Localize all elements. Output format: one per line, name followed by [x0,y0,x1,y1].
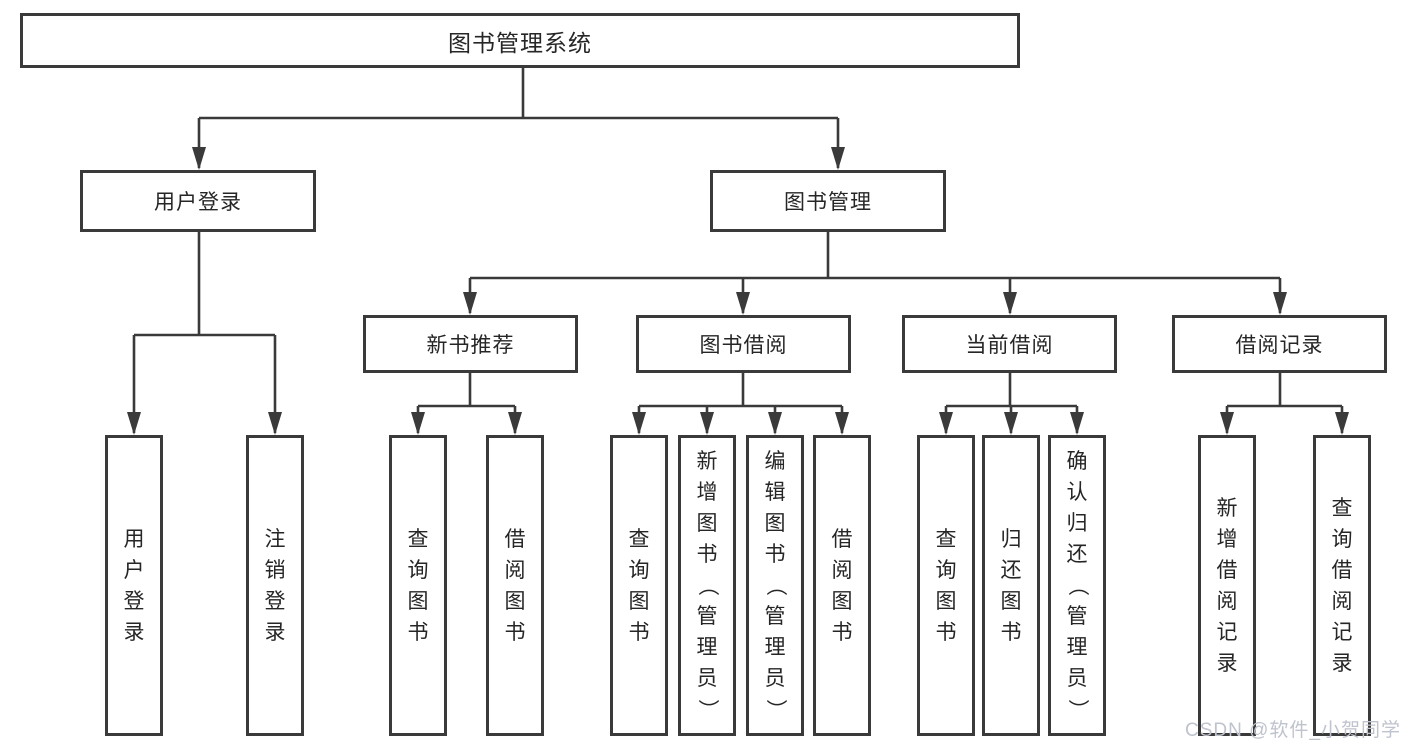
leaf-logout: 注销登录 [246,435,304,736]
node-book-borrow: 图书借阅 [636,315,851,373]
connector-book-management [463,232,1287,315]
leaf-add-borrow-record: 新增借阅记录 [1198,435,1256,736]
connector-user-login [127,232,282,435]
node-new-book-recommend: 新书推荐 [363,315,578,373]
leaf-query-books-recommend: 查询图书 [389,435,447,736]
node-current-borrow-label: 当前借阅 [965,334,1054,357]
leaf-borrow-books-recommend: 借阅图书 [486,435,544,736]
watermark: CSDN @软件_小贺同学 [1185,720,1401,741]
node-book-management: 图书管理 [710,170,946,232]
node-root: 图书管理系统 [20,13,1020,68]
node-borrow-records-label: 借阅记录 [1235,334,1324,357]
connector-borrow-records [1220,373,1349,435]
connector-new-book-recommend [411,373,522,435]
connector-current-borrow [939,373,1084,435]
node-root-label: 图书管理系统 [448,29,592,56]
node-new-book-recommend-label: 新书推荐 [426,334,515,357]
leaf-query-books-borrow: 查询图书 [610,435,668,736]
node-book-borrow-label: 图书借阅 [699,334,788,357]
leaf-confirm-return-admin: 确认归还（管理员） [1048,435,1106,736]
node-user-login: 用户登录 [80,170,316,232]
leaf-add-book-admin: 新增图书（管理员） [678,435,736,736]
connector-root [192,68,845,170]
node-book-management-label: 图书管理 [784,191,872,214]
leaf-return-book: 归还图书 [982,435,1040,736]
node-borrow-records: 借阅记录 [1172,315,1387,373]
node-current-borrow: 当前借阅 [902,315,1117,373]
leaf-query-borrow-record: 查询借阅记录 [1313,435,1371,736]
leaf-query-books-current: 查询图书 [917,435,975,736]
leaf-user-login: 用户登录 [105,435,163,736]
connector-book-borrow [632,373,849,435]
node-user-login-label: 用户登录 [154,191,242,214]
leaf-edit-book-admin: 编辑图书（管理员） [746,435,804,736]
leaf-borrow-books-borrow: 借阅图书 [813,435,871,736]
